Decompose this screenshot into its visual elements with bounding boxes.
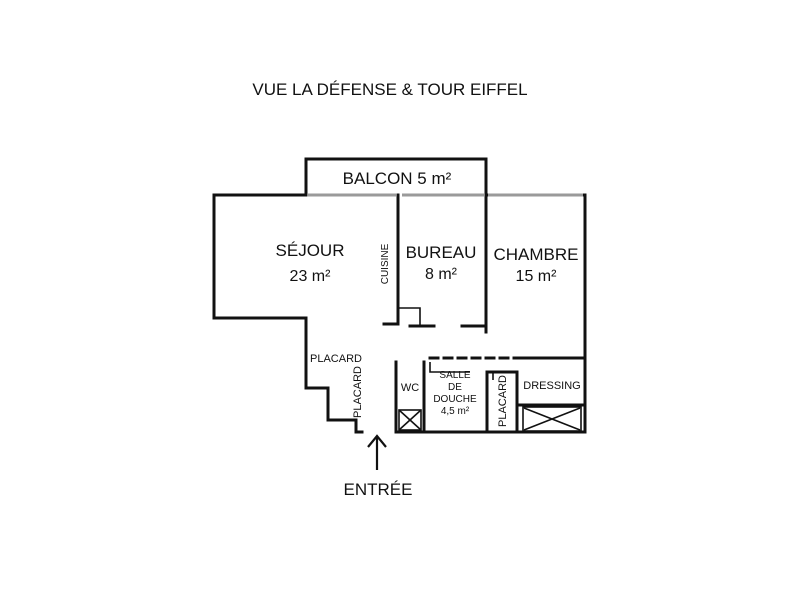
- sejour-area: 23 m²: [290, 268, 332, 285]
- wc-label: WC: [401, 382, 419, 394]
- entrance-label: ENTRÉE: [344, 480, 413, 499]
- bureau-label: BUREAU: [406, 243, 477, 262]
- chambre-area: 15 m²: [516, 268, 558, 285]
- plan-title: VUE LA DÉFENSE & TOUR EIFFEL: [252, 80, 527, 99]
- chambre-label: CHAMBRE: [493, 245, 578, 264]
- sdd-label-line2: DE: [448, 382, 462, 393]
- sdd-area: 4,5 m²: [441, 406, 470, 417]
- balcony-label: BALCON 5 m²: [343, 169, 452, 188]
- balcony: [304, 157, 488, 197]
- bureau-area: 8 m²: [425, 266, 458, 283]
- placard-label-2: PLACARD: [352, 366, 364, 418]
- sdd-label-line3: DOUCHE: [433, 394, 477, 405]
- cuisine-label: CUISINE: [380, 243, 391, 284]
- placard-label-1: PLACARD: [310, 353, 362, 365]
- dressing-label: DRESSING: [523, 380, 580, 392]
- sejour-label: SÉJOUR: [276, 241, 345, 260]
- interior-walls: [382, 193, 587, 434]
- sdd-label-line1: SALLE: [439, 370, 470, 381]
- entrance-arrow-icon: [367, 434, 387, 470]
- outer-walls: [212, 193, 587, 434]
- placard-label-3: PLACARD: [497, 375, 509, 427]
